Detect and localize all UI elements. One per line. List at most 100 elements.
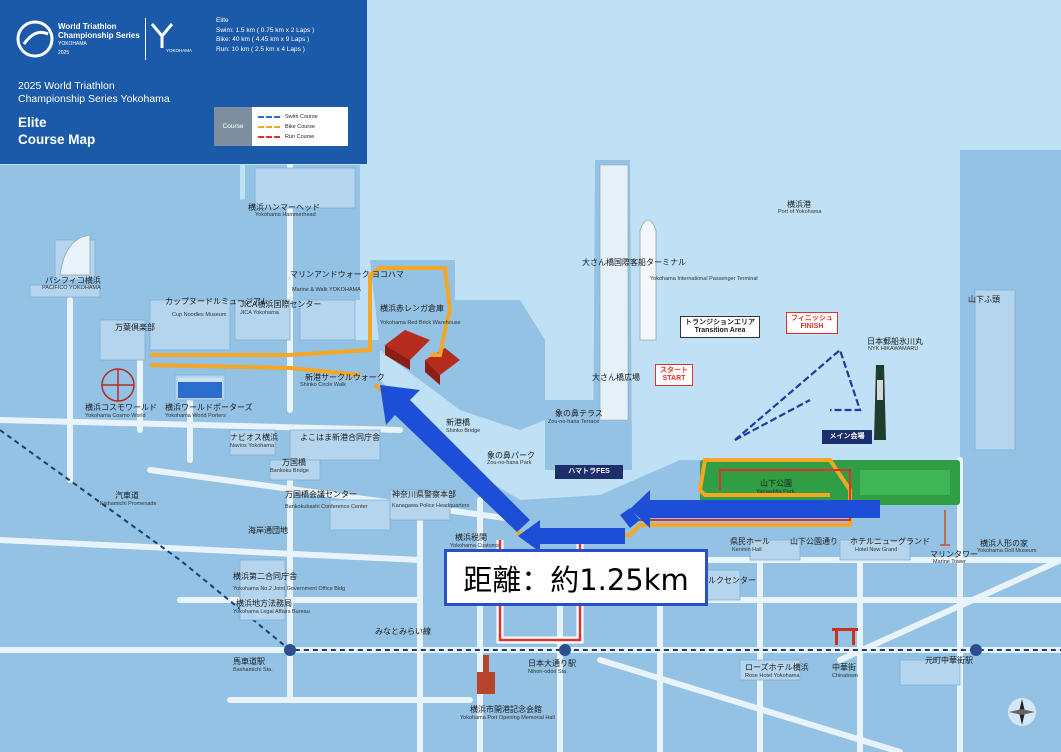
yokohama-city-mark-icon [150,23,174,48]
map-title: Elite Course Map [18,114,95,148]
place-label-en: Bashamichi Sta. [233,667,273,673]
place-label: 元町中華街駅 [925,655,973,665]
pacifico-building-icon [59,234,91,276]
legend-label: Run Course [285,133,315,140]
place-label-en: Zou-no-hana Park [487,460,532,466]
place-label: シルクセンター [700,576,756,585]
logo-line3: YOKOHAMA [58,41,87,47]
header-panel: World Triathlon Championship Series YOKO… [0,0,367,164]
place-label: よこはま新港合同庁舎 [300,432,380,442]
place-label: 大さん橋国際客船ターミナル [582,257,686,267]
place-label: 万葉倶楽部 [115,322,155,332]
world-triathlon-logo-icon [16,20,54,58]
race-specs: Elite Swim: 1.5 km ( 0.75 km x 2 Laps ) … [216,16,314,54]
place-label: 山下ふ頭 [968,294,1000,304]
memorial-hall-icon [477,655,495,694]
transition-en: Transition Area [694,327,746,334]
run-line-icon [258,135,280,138]
place-labels: 横浜ハンマーヘッド Yokohama Hammerhead パシフィコ横浜 PA… [42,199,1037,721]
place-label: カップヌードルミュージアム [165,297,268,306]
place-label-en: Bankokubashi Conference Center [285,504,368,510]
place-label-en: Yokohama Doll Museum [977,548,1037,554]
swim-spec: Swim: 1.5 km ( 0.75 km x 2 Laps ) [216,26,315,34]
logo-line4: 2025 [58,50,70,56]
yamashita-park [700,460,960,505]
compass-icon [1008,698,1036,726]
place-label-en: Chinatown [832,673,858,679]
place-label: 横浜港 [787,199,811,209]
place-label-en: Navios Yokohama [230,443,275,449]
map-title-line2: Course Map [18,132,96,147]
place-label: 象の鼻パーク [487,450,535,460]
place-label: マリンタワー [930,550,978,559]
place-label: ローズホテル横浜 [745,662,809,672]
map-title-line1: Elite [18,115,47,130]
place-label-en: Rose Hotel Yokohama [745,673,800,679]
transition-area-callout: トランジションエリア Transition Area [680,316,760,338]
place-label: 横浜第二合同庁舎 [233,571,297,581]
start-callout: スタート START [655,364,693,386]
place-label: 山下公園通り [790,536,838,546]
place-label: JICA横浜国際センター [240,299,321,309]
main-venue-label: メイン会場 [822,430,872,444]
yokohama-city-mark-text: YOKOHAMA [166,48,193,53]
bike-line-icon [258,125,280,128]
place-label-en: Yokohama Legal Affairs Bureau [233,609,310,615]
legend-heading: Course [214,107,252,146]
place-label: 万国橋 [282,457,306,467]
chinatown-gate-icon [832,628,858,645]
place-label-en: Yokohama No.2 Joint Government Office Bl… [233,586,345,592]
bike-spec: Bike: 40 km ( 4.45 km x 9 Laps ) [216,36,310,43]
place-label-en: Yokohama International Passenger Termina… [650,276,758,282]
place-label: 万国橋会議センター [285,489,357,499]
place-label: 新港橋 [446,417,470,427]
place-label-en: Kishamichi Promenade [100,501,157,507]
place-label-en: Yokohama Red Brick Warehouse [380,320,461,326]
place-label-en: Port of Yokohama [778,209,822,215]
place-label-en: Kenmin Hall [732,547,762,553]
place-label-en: Bankoku Bridge [270,468,309,474]
legend-item-bike: Bike Course [258,122,315,131]
place-label-en: Marine & Walk YOKOHAMA [292,287,361,293]
legend-label: Bike Course [285,123,315,130]
legend-item-run: Run Course [258,132,314,141]
place-label: 大さん橋広場 [592,372,640,382]
place-label: ナビオス横浜 [230,432,278,442]
place-label-en: Yokohama Port Opening Memorial Hall [460,715,555,721]
place-label: 横浜ハンマーヘッド [248,202,320,212]
place-label: 汽車道 [115,490,139,500]
place-label: 横浜地方法務局 [236,598,292,608]
distance-label: 距離：約1.25km [444,549,708,606]
place-label-en: Shinko Circle Walk [300,382,346,388]
legend-label: Swim Course [285,113,318,120]
building-blocks [29,167,1016,686]
place-label: マリンアンドウォーク ヨコハマ [290,270,404,279]
finish-callout: フィニッシュ FINISH [786,312,838,334]
finish-jp: フィニッシュ [791,315,833,322]
legend-item-swim: Swim Course [258,112,318,121]
logo-line1: World Triathlon [58,22,117,31]
place-label: 象の鼻テラス [555,408,603,418]
place-label: 新港サークルウォーク [305,372,385,382]
cruise-ship-icon [599,164,657,421]
place-label: ホテルニューグランド [850,536,930,546]
railway [0,429,1061,656]
place-label: 横浜ワールドポーターズ [165,402,253,412]
place-label: 海岸通団地 [248,525,288,535]
marine-tower-icon [940,510,950,546]
ferris-wheel-icon [101,368,135,402]
event-title-line2: Championship Series Yokohama [18,93,170,105]
place-label: 馬車道駅 [233,656,265,666]
place-label-en: Yamashita Park [756,489,795,495]
place-label-en: Hotel New Grand [855,547,897,553]
run-spec: Run: 10 km ( 2.5 km x 4 Laps ) [216,45,305,53]
place-label: 横浜赤レンガ倉庫 [380,303,444,313]
place-label: 日本大通り駅 [528,658,576,668]
event-title-line1: 2025 World Triathlon [18,80,115,92]
place-label-en: Nihon-odori Sta. [528,669,568,675]
place-label-en: Shinko Bridge [446,428,480,434]
swim-course [734,348,862,441]
place-label-en: NYK HIKAWAMARU [868,346,918,352]
swim-line-icon [258,115,280,118]
